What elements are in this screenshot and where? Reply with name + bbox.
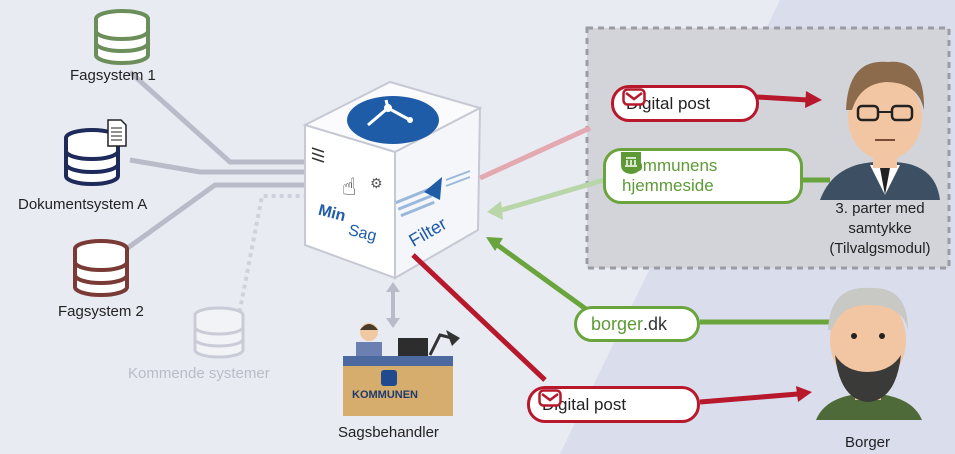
municipality-crest-icon: [621, 152, 641, 174]
digital-post-to-borger-arrow: [699, 391, 799, 405]
borger-person: [816, 287, 922, 420]
gear-icon: ⚙: [370, 176, 383, 192]
digital-post-bottom-pill: Digital post: [527, 386, 700, 423]
digital-post-to-third-party-arrow: [756, 94, 809, 103]
fagsystem1-database-icon: [94, 9, 150, 65]
fagsystem1-label: Fagsystem 1: [70, 67, 156, 84]
kommunen-logo: [381, 370, 397, 386]
document-icon: [107, 119, 127, 147]
cube-to-digital-post-bottom-line: [411, 253, 547, 382]
digital-post-top-pill: Digital post: [611, 85, 759, 122]
third-party-label-line3: (Tilvalgsmodul): [829, 240, 931, 257]
digital-post-bottom-label: Digital post: [542, 394, 627, 414]
kommunens-hjemmeside-pill: Kommunens hjemmeside: [603, 148, 803, 204]
future-system-database-icon: [193, 306, 245, 359]
sagsbehandler-label: Sagsbehandler: [338, 424, 439, 441]
dokumentsystem-database-icon: [64, 128, 120, 186]
cube-to-digital-post-line: [478, 125, 592, 181]
filter-funnel-icon: [424, 177, 442, 200]
fagsystem2-label: Fagsystem 2: [58, 303, 144, 320]
kommunens-line2: hjemmeside: [622, 176, 714, 195]
kommunen-sign-text: KOMMUNEN: [352, 389, 418, 401]
robot-arm-logo: [347, 96, 439, 144]
kommunens-to-cube-line: [494, 177, 605, 215]
system-connectors: [120, 70, 315, 255]
kommunens-line1: Kommunens: [622, 156, 718, 175]
min-sag-cube: ☝ ⚙: [302, 80, 483, 280]
envelope-icon: [622, 88, 646, 106]
third-party-person: [820, 61, 940, 200]
desk-lamp-icon: [428, 333, 453, 356]
sagsbehandler-connector: [386, 282, 400, 328]
fagsystem2-database-icon: [73, 239, 129, 297]
borger-dk-to-cube-line: [494, 241, 592, 315]
dokumentsystem-label: Dokumentsystem A: [18, 196, 148, 213]
third-party-label-line1: 3. parter med: [835, 200, 925, 217]
kommende-systemer-label: Kommende systemer: [128, 365, 270, 382]
hand-cursor-icon: ☝: [342, 173, 357, 201]
borger-label: Borger: [845, 434, 891, 451]
borger-dk-text-1: borger: [591, 313, 644, 334]
future-system-connector: [236, 194, 315, 321]
envelope-icon: [538, 389, 562, 407]
borger-dk-pill: borger.dk: [574, 306, 700, 342]
sagsbehandler-desk: [343, 323, 460, 416]
third-party-label-line2: samtykke: [848, 220, 912, 237]
digital-post-top-label: Digital post: [626, 93, 711, 113]
borger-dk-text-2: .dk: [643, 313, 668, 334]
